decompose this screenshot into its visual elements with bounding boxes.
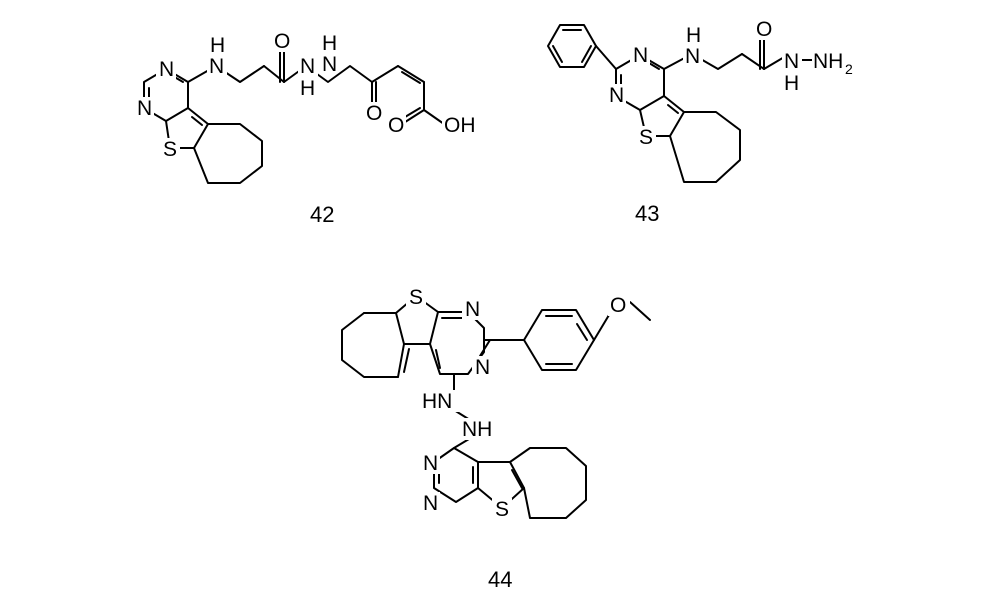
43-n-left: N <box>609 84 624 107</box>
43-sulfur: S <box>639 126 653 149</box>
43-nh2-subscript: 2 <box>845 61 853 77</box>
42-acid-oh: OH <box>444 114 476 137</box>
44-sulfur-bottom: S <box>495 498 509 521</box>
42-hydrazide-h2: H <box>322 32 337 55</box>
42-n-left: N <box>137 97 152 120</box>
43-amine-n: N <box>685 45 700 68</box>
compound-42-label: 42 <box>310 202 334 227</box>
compound-44-label: 44 <box>488 567 512 592</box>
compound-43-caption: 43 <box>635 201 659 226</box>
44-hn-1: HN <box>422 390 452 413</box>
compound-42: N N S H N O N H H N O O OH 42 <box>134 30 478 227</box>
42-hydrazide-n2: N <box>322 53 337 76</box>
44-n-d: N <box>423 492 438 515</box>
compound-44: S N N O HN NH N N S 44 <box>341 286 651 592</box>
43-amine-h: H <box>686 24 701 47</box>
42-sulfur: S <box>163 138 177 161</box>
43-carbonyl-o: O <box>756 18 772 41</box>
44-n-c: N <box>423 452 438 475</box>
44-methoxy-o: O <box>610 294 626 317</box>
42-amine-h: H <box>210 34 225 57</box>
42-carbonyl-o: O <box>274 30 290 53</box>
43-n1: N <box>784 50 799 73</box>
42-hydrazide-h1: H <box>300 77 315 100</box>
42-amine-n: N <box>209 55 224 78</box>
43-n-top: N <box>633 44 648 67</box>
44-n-b: N <box>475 356 490 379</box>
42-acid-o: O <box>388 114 404 137</box>
42-amide-o: O <box>366 102 382 125</box>
44-sulfur-top: S <box>409 286 423 309</box>
44-nh-2: NH <box>462 418 492 441</box>
42-n-top: N <box>159 58 174 81</box>
compound-43: N N S H N O N H NH 2 44 43 <box>547 18 858 226</box>
44-n-a: N <box>465 298 480 321</box>
43-nh2: NH <box>813 50 843 73</box>
42-hydrazide-n1: N <box>300 55 315 78</box>
43-n1-h: H <box>784 72 799 95</box>
